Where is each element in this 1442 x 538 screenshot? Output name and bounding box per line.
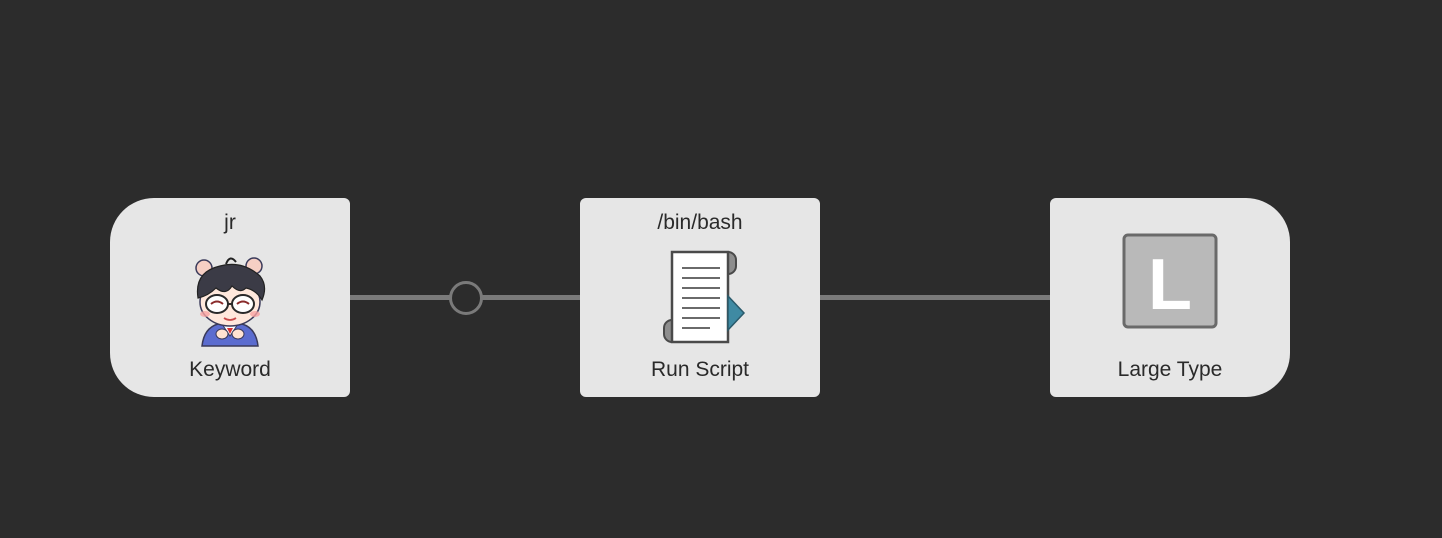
script-icon bbox=[663, 250, 746, 344]
script-language: /bin/bash bbox=[657, 211, 743, 234]
run-script-node[interactable]: /bin/bash Run Script bbox=[580, 198, 820, 397]
large-type-letter: L bbox=[1148, 245, 1192, 325]
connection-condition-handle[interactable] bbox=[449, 281, 483, 315]
avatar-icon bbox=[195, 257, 266, 347]
large-type-node-label: Large Type bbox=[1117, 358, 1223, 381]
keyword-node[interactable]: jr bbox=[110, 198, 350, 397]
large-type-icon: L bbox=[1122, 233, 1218, 329]
run-script-node-label: Run Script bbox=[650, 358, 750, 381]
keyword-node-label: Keyword bbox=[189, 358, 271, 381]
keyword-value: jr bbox=[224, 211, 236, 234]
connection-script-to-large-type[interactable] bbox=[820, 295, 1050, 300]
large-type-node[interactable]: L Large Type bbox=[1050, 198, 1290, 397]
